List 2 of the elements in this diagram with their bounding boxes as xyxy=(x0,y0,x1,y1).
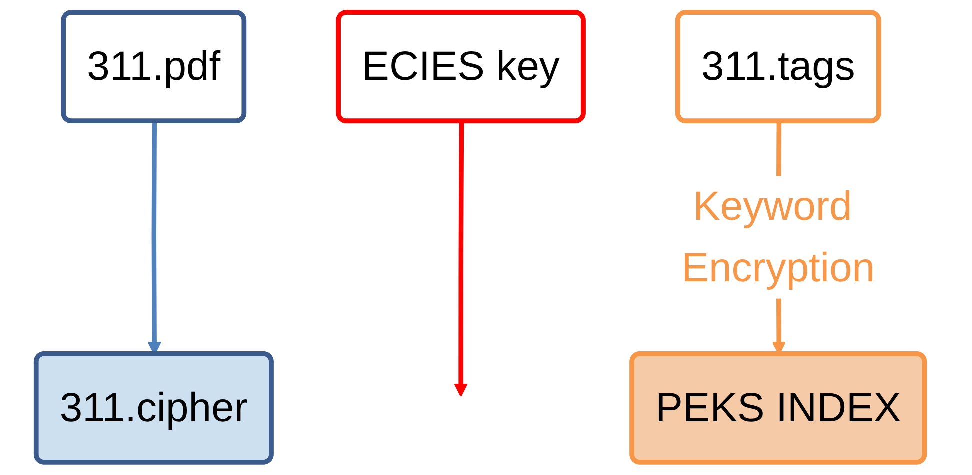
arrow xyxy=(454,122,468,397)
edge-label: Keyword Encryption xyxy=(682,182,875,291)
